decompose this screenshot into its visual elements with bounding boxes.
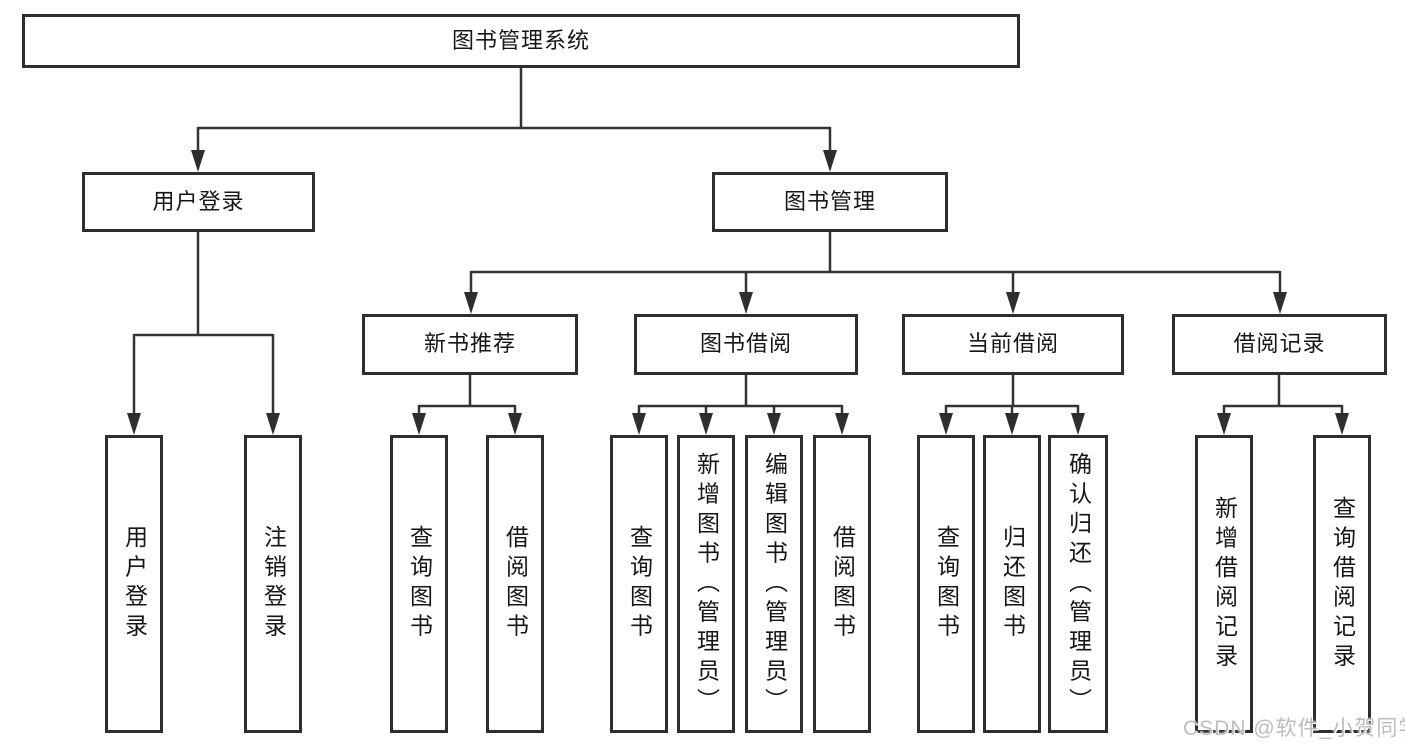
node-user-login: 用户登录: [82, 172, 315, 232]
node-current-borrowing: 当前借阅: [902, 314, 1124, 375]
node-book-borrowing: 图书借阅: [634, 314, 858, 375]
leaf-borrow-books-recommend: 借阅图书: [486, 435, 544, 733]
leaf-edit-books-admin: 编辑图书（管理员）: [745, 435, 803, 733]
leaf-query-borrow-record: 查询借阅记录: [1313, 435, 1371, 733]
csdn-watermark: CSDN @软件_小贺同学: [1183, 717, 1405, 740]
leaf-borrow-books: 借阅图书: [813, 435, 871, 733]
node-new-book-recommend: 新书推荐: [362, 314, 578, 375]
leaf-query-books-recommend: 查询图书: [390, 435, 448, 733]
leaf-return-books: 归还图书: [983, 435, 1041, 733]
leaf-add-borrow-record: 新增借阅记录: [1195, 435, 1253, 733]
leaf-user-login: 用户登录: [105, 435, 163, 733]
arrowheads: [127, 150, 1349, 435]
leaf-query-books-borrow: 查询图书: [610, 435, 668, 733]
leaf-add-books-admin: 新增图书（管理员）: [677, 435, 735, 733]
leaf-confirm-return-admin: 确认归还（管理员）: [1048, 435, 1108, 733]
node-library-management-system: 图书管理系统: [22, 14, 1020, 68]
node-book-management: 图书管理: [712, 172, 948, 232]
node-borrowing-records: 借阅记录: [1172, 314, 1387, 375]
leaf-logout: 注销登录: [244, 435, 302, 733]
leaf-query-books-current: 查询图书: [917, 435, 975, 733]
